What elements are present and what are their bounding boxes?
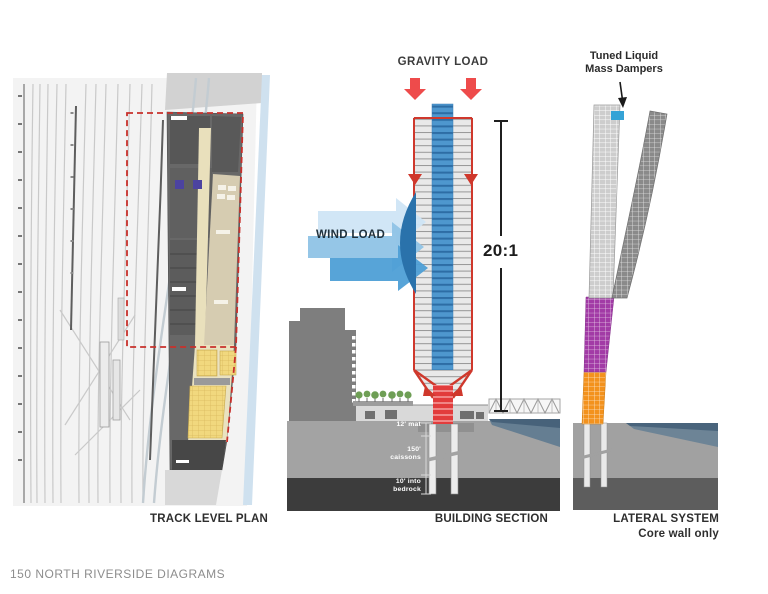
core-wall-undeflected [588,104,621,299]
lateral-system-label: LATERAL SYSTEM [613,513,719,525]
tuned-liquid-mass-damper [611,111,624,120]
foundation-dimension-bracket [421,422,431,495]
truss-bridge [488,397,561,415]
wind-pressure-curve [400,192,416,294]
site-boundary-dashed [126,112,244,443]
tower-core [431,103,454,386]
page-caption: 150 NORTH RIVERSIDE DIAGRAMS [10,567,226,581]
platform [99,341,110,428]
aspect-ratio-label: 20:1 [483,241,519,260]
damper-arrow-icon [618,81,627,108]
wind-arrow-icon [308,192,428,294]
foundation-mat [418,423,474,432]
platform [117,297,125,341]
building-section-label: BUILDING SECTION [434,513,548,525]
height-dimension-line [494,120,508,412]
plan-room-yellow [196,349,218,377]
elevator-core [175,180,184,189]
track-plan-label: TRACK LEVEL PLAN [150,513,268,525]
adjacent-building-balconies [352,336,356,403]
street-band [165,73,262,110]
lateral-system-graphic [573,81,718,510]
caissons-label: 150' caissons [390,446,421,461]
core-base-red [433,385,453,424]
track-rails-dark [70,105,164,461]
dock-area [204,174,240,345]
damper-label-line2: Mass Dampers [585,63,663,75]
gravity-load-label: GRAVITY LOAD [397,56,489,68]
damper-label-line1: Tuned Liquid [589,50,659,62]
trees [353,390,413,406]
building-footprint [165,111,244,505]
building-section-graphic [287,78,561,511]
elevator-core [193,180,202,189]
adjacent-building [289,308,356,424]
platform [112,359,121,421]
core-wall-deflected [611,110,668,299]
river-strip [243,75,270,505]
lateral-system-sublabel: Core wall only [638,528,719,540]
bedrock-right [573,478,718,510]
damper-label: Tuned Liquid Mass Dampers [565,50,683,76]
plan-room-yellow [219,350,237,376]
plan-room-yellow [187,385,227,439]
tower [408,103,478,424]
column-load-arrow-icon [408,174,478,396]
bedrock-label: 10' into bedrock [393,478,421,493]
mat-label: 12' mat [396,421,421,428]
track-level-plan-graphic [13,73,270,506]
wind-load-label: WIND LOAD [316,229,386,241]
core-zone-purple [583,296,615,373]
core-zone-orange [581,371,607,425]
caissons [426,423,463,495]
gravity-arrow-icon [404,78,482,100]
